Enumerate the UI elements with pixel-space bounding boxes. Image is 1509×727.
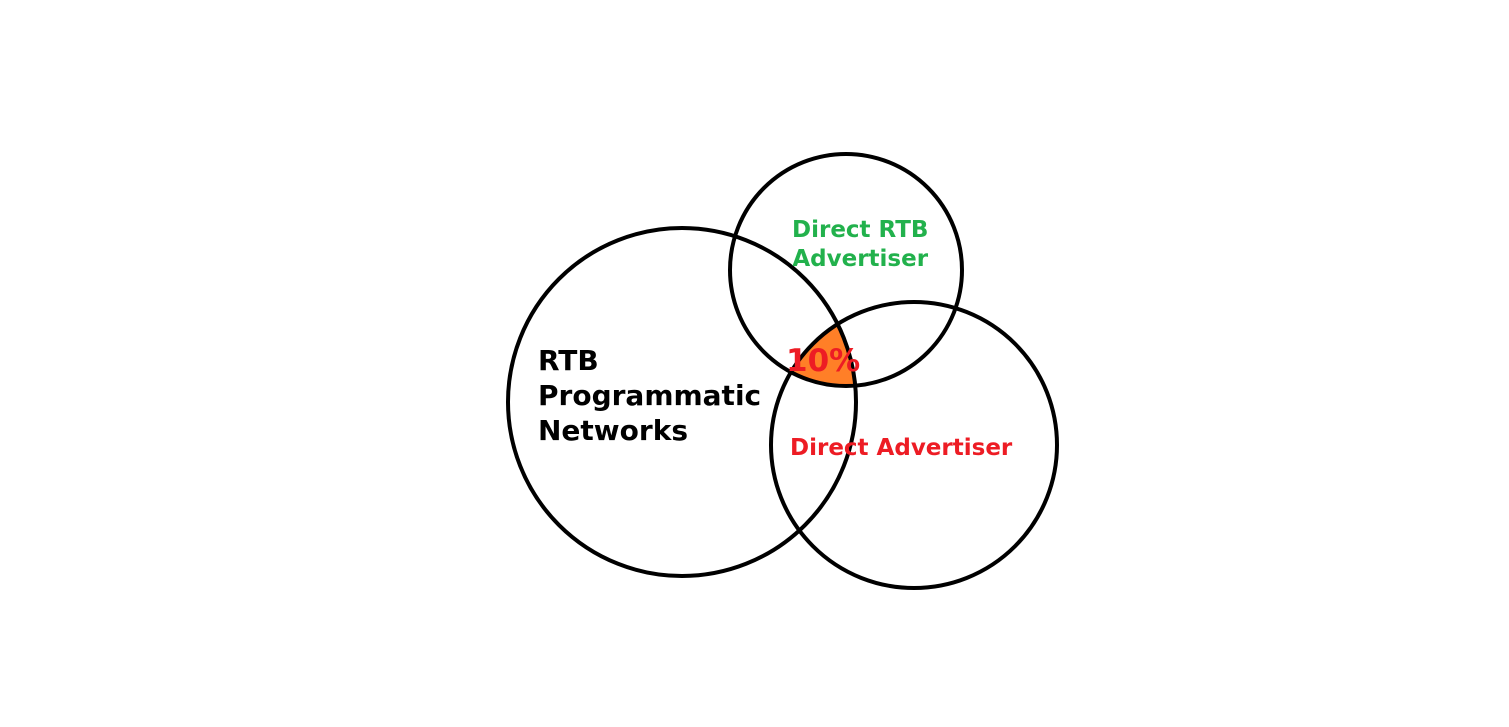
rtb-programmatic-networks-circle [506, 226, 858, 578]
overlap-percentage-label: 10% [786, 343, 861, 379]
direct-rtb-label-line-1: Direct RTB [792, 217, 929, 243]
rtb-label-line-2: Programmatic [538, 379, 762, 412]
direct-rtb-advertiser-circle [728, 152, 964, 388]
direct-advertiser-label: Direct Advertiser [790, 434, 1012, 463]
direct-rtb-label-line-2: Advertiser [792, 246, 929, 272]
direct-label-line-1: Direct Advertiser [790, 435, 1013, 461]
rtb-label-line-1: RTB [538, 344, 599, 377]
direct-advertiser-circle [769, 300, 1059, 590]
triple-overlap-region [771, 302, 856, 386]
rtb-programmatic-networks-label: RTB Programmatic Networks [538, 343, 761, 448]
direct-rtb-advertiser-label: Direct RTB Advertiser [792, 216, 928, 274]
rtb-label-line-3: Networks [538, 414, 689, 447]
